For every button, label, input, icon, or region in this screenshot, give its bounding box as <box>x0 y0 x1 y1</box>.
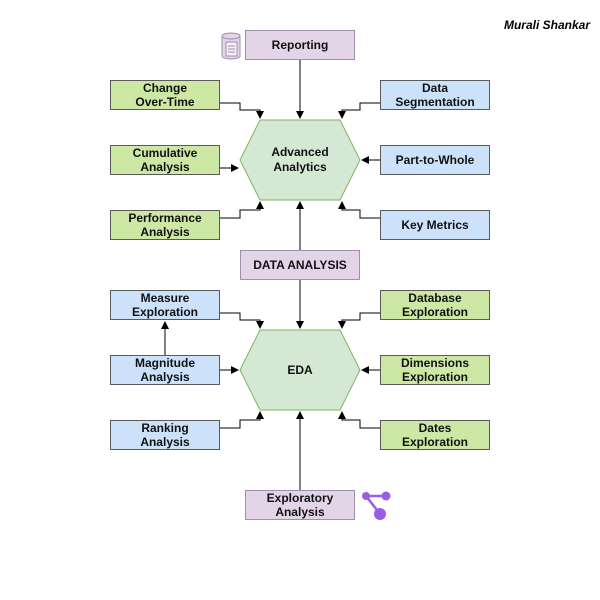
ranking-analysis-node[interactable]: Ranking Analysis <box>110 420 220 450</box>
performance-analysis-node[interactable]: Performance Analysis <box>110 210 220 240</box>
part-to-whole-node[interactable]: Part-to-Whole <box>380 145 490 175</box>
advanced-analytics-hexagon <box>239 119 361 201</box>
reporting-node[interactable]: Reporting <box>245 30 355 60</box>
author-name: Murali Shankar <box>503 18 590 32</box>
edge-change-over-time <box>220 102 264 119</box>
exploratory-analysis-node[interactable]: Exploratory Analysis <box>245 490 355 520</box>
database-icon <box>221 32 241 60</box>
edge-ranking <box>220 411 264 429</box>
measure-exploration-node[interactable]: Measure Exploration <box>110 290 220 320</box>
dates-exploration-node[interactable]: Dates Exploration <box>380 420 490 450</box>
advanced-analytics-node[interactable]: Advanced Analytics <box>271 145 329 174</box>
key-metrics-node[interactable]: Key Metrics <box>380 210 490 240</box>
eda-node[interactable]: EDA <box>287 362 313 377</box>
edge-database <box>338 312 380 329</box>
data-analysis-node[interactable]: DATA ANALYSIS <box>240 250 360 280</box>
magnitude-analysis-node[interactable]: Magnitude Analysis <box>110 355 220 385</box>
edge-performance <box>220 201 264 219</box>
data-segmentation-node[interactable]: Data Segmentation <box>380 80 490 110</box>
eda-hexagon <box>239 329 361 411</box>
database-exploration-node[interactable]: Database Exploration <box>380 290 490 320</box>
edge-dates <box>338 411 380 429</box>
edge-key-metrics <box>338 201 380 219</box>
edge-data-segmentation <box>338 102 380 119</box>
cumulative-analysis-node[interactable]: Cumulative Analysis <box>110 145 220 175</box>
edge-measure <box>220 312 264 329</box>
share-icon <box>362 491 391 520</box>
dimensions-exploration-node[interactable]: Dimensions Exploration <box>380 355 490 385</box>
change-over-time-node[interactable]: Change Over-Time <box>110 80 220 110</box>
